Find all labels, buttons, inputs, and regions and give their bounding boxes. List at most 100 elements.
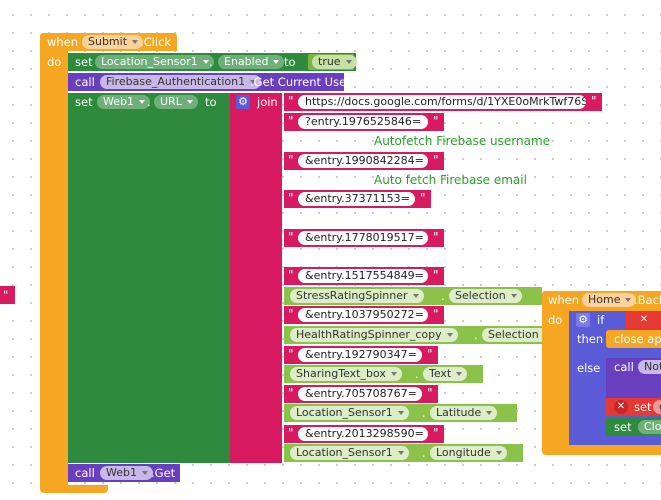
set-cloo-component-label: Cloo [644,420,661,433]
event-block-submit-click[interactable]: when Submit .Click [40,33,177,51]
home-component-dropdown[interactable]: Home [582,293,637,307]
text-string-value[interactable]: &entry.2013298590= [298,427,428,441]
component-getter-block[interactable]: Location_Sensor1. Latitude [284,404,517,422]
quote-close: " [433,230,439,244]
web-get-component-dropdown[interactable]: Web1 [100,466,153,480]
text-string-block[interactable]: "&entry.192790347=" [284,346,438,364]
getter-property-dropdown[interactable]: Longitude [430,446,507,460]
auth-component-dropdown[interactable]: Firebase_Authentication1 [100,75,262,89]
component-getter-block[interactable]: HealthRatingSpinner_copy.Selection [284,326,575,344]
call-keyword: call [614,360,634,374]
getter-property-dropdown[interactable]: Text [423,367,468,381]
quote-open: " [288,114,294,128]
chevron-down-icon [273,60,280,64]
true-dropdown[interactable]: true [312,55,357,69]
component-getter-block[interactable]: Location_Sensor1.Longitude [284,444,523,462]
empty-join-socket[interactable] [284,136,290,148]
annotation-username: Autofetch Firebase username [374,134,551,148]
dot-separator: . [209,55,213,69]
close-icon[interactable]: ✕ [637,313,651,327]
close-icon[interactable]: ✕ [614,400,628,414]
join-block[interactable]: ⚙ join [230,93,282,463]
component-getter-block[interactable]: SharingText_box.Text [284,365,483,383]
chevron-down-icon [138,100,145,104]
offscreen-text-fragment[interactable]: " [0,286,15,304]
empty-join-socket[interactable] [284,252,290,264]
when-keyword: when [548,293,580,307]
getter-property-dropdown[interactable]: Selection [449,289,522,303]
text-string-value[interactable]: &entry.1037950272= [298,308,428,322]
call-web-get-block[interactable]: call Web1 .Get [68,464,180,482]
call-keyword: call [75,466,95,480]
call-notifier-block[interactable]: call Noti [606,358,661,398]
set-g-block[interactable]: ✕ set g [606,398,661,416]
set-location-enabled-block[interactable]: set Location_Sensor1 . Enabled to true [68,53,357,71]
dot-separator: . [422,406,426,420]
chevron-down-icon [412,294,419,298]
text-string-block[interactable]: " ?entry.1976525846= " [284,113,444,131]
text-string-value[interactable]: ?entry.1976525846= [298,115,428,129]
getter-component-dropdown[interactable]: Location_Sensor1 [290,446,409,460]
url-property-dropdown[interactable]: URL [154,95,198,109]
text-string-value[interactable]: &entry.37371153= [298,192,415,206]
gear-icon[interactable]: ⚙ [236,95,250,109]
chevron-down-icon [495,451,502,455]
web-component-dropdown[interactable]: Web1 [97,95,150,109]
empty-join-socket[interactable] [284,213,290,225]
home-component-label: Home [588,293,621,306]
set-keyword: set [614,420,632,434]
text-string-value[interactable]: https://docs.google.com/forms/d/1YXE0oMr… [298,95,586,109]
getter-component-dropdown[interactable]: Location_Sensor1 [290,406,409,420]
gear-icon[interactable]: ⚙ [576,313,590,327]
text-string-block[interactable]: "&entry.37371153=" [284,190,431,208]
chevron-down-icon [456,372,463,376]
call-get-current-user-block[interactable]: call Firebase_Authentication1 .Get Curre… [68,73,351,91]
quote-open: " [288,94,294,108]
setter-property-dropdown[interactable]: Enabled [218,55,285,69]
true-block[interactable]: true [308,54,357,70]
set-g-component-dropdown[interactable]: g [653,400,661,414]
getter-property-dropdown[interactable]: Selection [482,328,555,342]
event-block-home-back[interactable]: when Home .Back [542,291,661,309]
quote-open: " [288,268,294,282]
set-g-component-label: g [659,400,661,413]
setter-component-label: Location_Sensor1 [101,55,198,68]
notifier-component-dropdown[interactable]: Noti [638,360,661,374]
text-string-block[interactable]: "&entry.1990842284=" [284,152,444,170]
auth-component-label: Firebase_Authentication1 [106,75,246,88]
getter-component-dropdown[interactable]: HealthRatingSpinner_copy [290,328,458,342]
set-web-url-block[interactable]: set Web1 . URL to [68,93,230,463]
getter-property-dropdown[interactable]: Latitude [430,406,498,420]
text-string-block[interactable]: " https://docs.google.com/forms/d/1YXE0oM… [284,93,602,111]
text-string-value[interactable]: &entry.1990842284= [298,154,428,168]
when-keyword: when [47,35,79,49]
event-component-dropdown[interactable]: Submit [82,35,144,49]
set-cloo-block[interactable]: set Cloo [606,418,661,436]
text-string-value[interactable]: &entry.1517554849= [298,269,428,283]
text-string-value[interactable]: &entry.705708767= [298,387,422,401]
getter-component-label: Location_Sensor1 [296,406,393,419]
text-string-block[interactable]: "&entry.2013298590=" [284,425,444,443]
set-keyword: set [634,400,652,414]
web-component-label: Web1 [103,95,134,108]
getter-component-label: HealthRatingSpinner_copy [296,328,442,341]
quote-close: " [433,114,439,128]
quote-open: " [288,230,294,244]
getter-component-dropdown[interactable]: SharingText_box [290,367,402,381]
setter-component-dropdown[interactable]: Location_Sensor1 [95,55,214,69]
call-keyword: call [75,75,95,89]
to-keyword: to [205,95,217,109]
text-string-value[interactable]: &entry.1778019517= [298,231,428,245]
text-string-block[interactable]: "&entry.705708767=" [284,385,438,403]
text-string-value[interactable]: &entry.192790347= [298,348,422,362]
auth-method-name: .Get Current User [250,75,351,89]
close-app-block[interactable]: close app [606,330,661,348]
text-string-block[interactable]: "&entry.1037950272=" [284,306,444,324]
set-cloo-component-dropdown[interactable]: Cloo [638,420,661,434]
text-string-block[interactable]: " &entry.1778019517= " [284,229,444,247]
empty-join-socket[interactable] [284,175,290,187]
getter-component-dropdown[interactable]: StressRatingSpinner [290,289,424,303]
text-string-block[interactable]: "&entry.1517554849=" [284,267,444,285]
quote-open: " [288,307,294,321]
component-getter-block[interactable]: StressRatingSpinner.Selection [284,287,542,305]
